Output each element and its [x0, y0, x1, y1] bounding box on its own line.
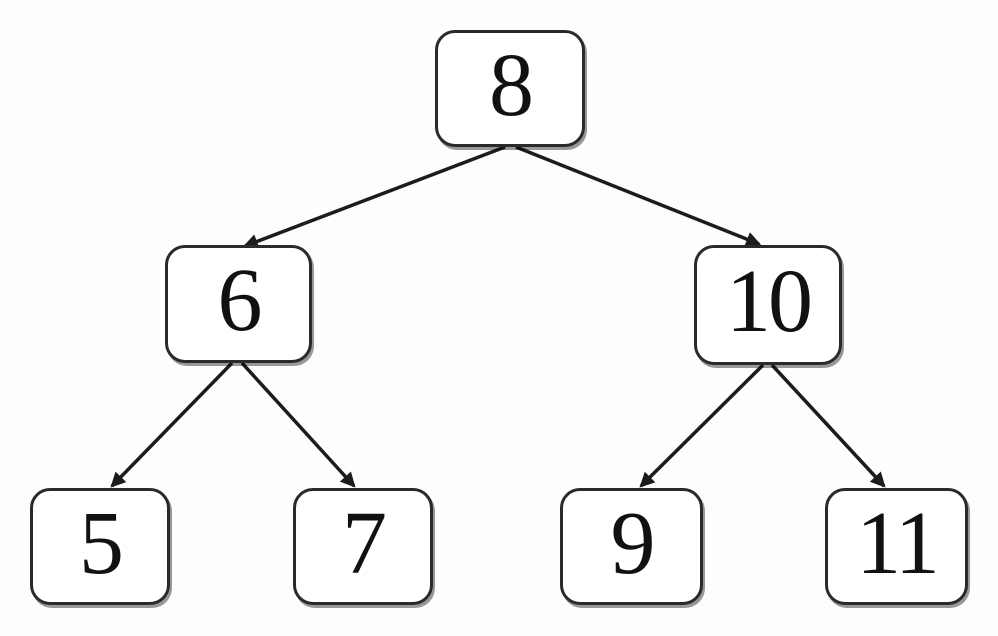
tree-edge-8-to-10	[515, 145, 762, 247]
tree-edge-10-to-11	[770, 363, 886, 488]
tree-node-value: 5	[79, 493, 124, 593]
tree-node-7: 7	[293, 488, 433, 605]
tree-edge-8-to-6	[242, 145, 506, 249]
tree-node-value: 7	[342, 493, 387, 593]
tree-edge-10-to-9	[639, 363, 765, 488]
tree-node-value: 10	[726, 252, 813, 351]
tree-node-6: 6	[165, 245, 312, 363]
tree-node-value: 11	[856, 493, 940, 593]
tree-edge-6-to-7	[240, 361, 356, 488]
tree-node-5: 5	[30, 488, 170, 605]
tree-node-9: 9	[560, 488, 703, 605]
tree-node-value: 6	[217, 251, 263, 350]
tree-edge-6-to-5	[110, 361, 234, 488]
tree-node-11: 11	[825, 488, 968, 605]
tree-node-value: 9	[610, 493, 656, 593]
tree-node-10: 10	[694, 245, 842, 365]
tree-node-value: 8	[489, 35, 534, 135]
tree-node-8: 8	[435, 30, 585, 147]
